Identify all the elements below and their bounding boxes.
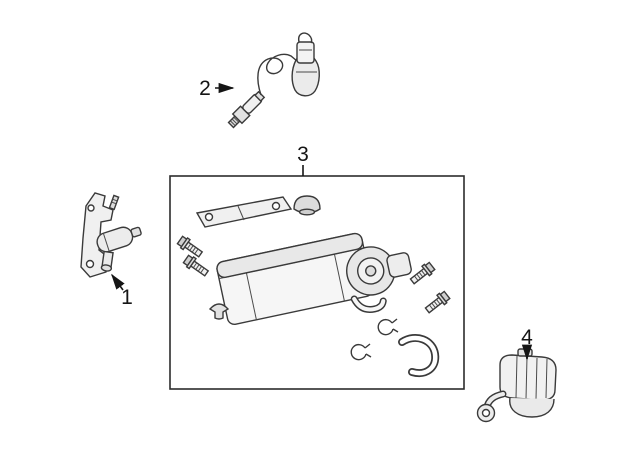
- assembly-boundary-box: [169, 175, 465, 390]
- canister-top-bracket: [195, 196, 293, 228]
- valve-nipple: [130, 226, 142, 238]
- grommet-bottom: [208, 303, 230, 320]
- callout-3-label: 3: [297, 143, 309, 166]
- bracket-valve-part: 1: [80, 192, 142, 309]
- callout-1-arrow: [111, 273, 125, 291]
- valve-body: [96, 226, 142, 253]
- hose-clamp-1: [377, 318, 399, 336]
- canister-assembly-part: 3: [169, 143, 465, 390]
- filter-lower-lobe: [509, 397, 555, 418]
- sensor-connector-clip: [297, 32, 313, 44]
- canister-filter-part: 4: [476, 326, 557, 423]
- canister-body: [216, 232, 412, 326]
- oxygen-sensor-body: [227, 90, 266, 129]
- bolt-left-1: [176, 235, 204, 258]
- filter-top-tab: [517, 348, 533, 357]
- valve-port: [100, 250, 114, 272]
- callout-1-label: 1: [121, 286, 133, 309]
- callout-4-label: 4: [521, 326, 533, 349]
- vapor-hose: [398, 334, 440, 377]
- sensor-wire: [257, 53, 298, 96]
- callout-2-label: 2: [199, 77, 211, 100]
- bracket-hole-top: [87, 204, 95, 212]
- bracket-stud: [108, 194, 120, 211]
- canister-outlet: [386, 252, 412, 278]
- top-bracket-hole-left: [204, 212, 214, 222]
- bolt-left-2: [182, 254, 210, 277]
- oxygen-sensor-part: 2: [199, 32, 320, 129]
- hose-clamp-2: [350, 343, 372, 361]
- bolt-right-2: [424, 290, 451, 314]
- bolt-right-1: [409, 261, 436, 285]
- bracket-hole-bottom: [85, 259, 95, 269]
- filter-body: [499, 354, 557, 401]
- grommet-top: [293, 195, 321, 216]
- top-bracket-hole-right: [271, 201, 281, 211]
- sensor-connector: [296, 41, 315, 64]
